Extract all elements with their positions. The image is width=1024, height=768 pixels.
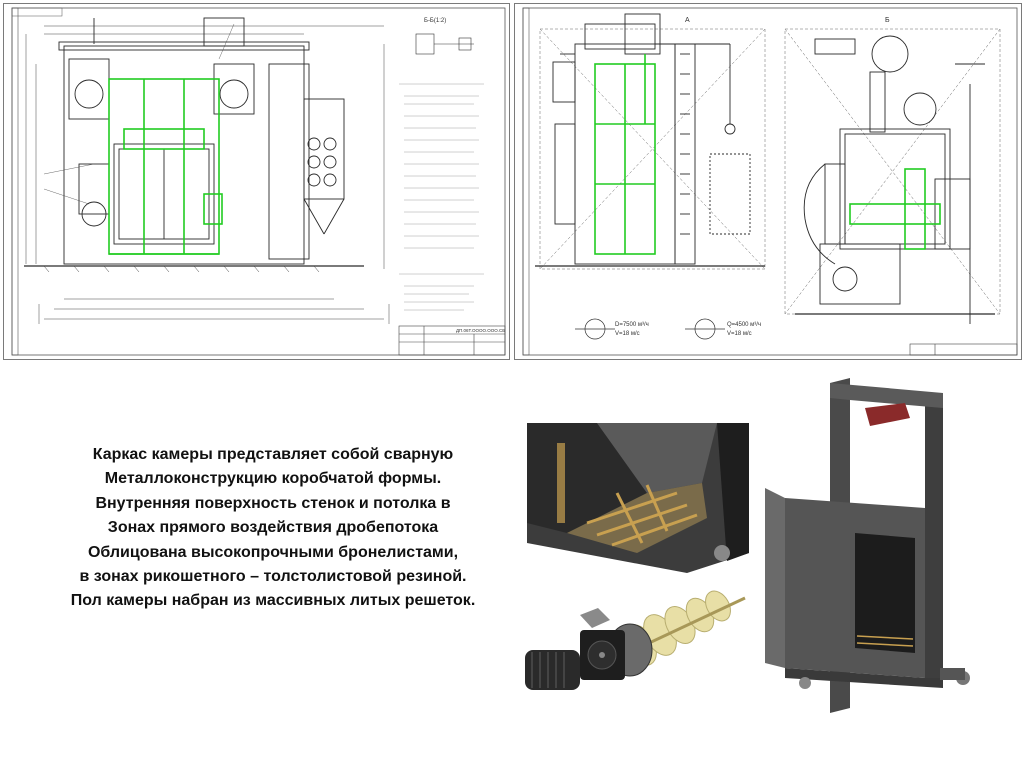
caption-line: Металлоконструкцию коробчатой формы. (104, 470, 442, 488)
view-label-bb: Б-Б(1:2) (424, 18, 446, 24)
duct-sections (575, 318, 725, 340)
caption-line: Облицована высокопрочными бронелистами, (87, 543, 459, 561)
caption-line: в зонах рикошетного – толстолистовой рез… (79, 568, 467, 586)
title-block (398, 325, 506, 356)
view-label-a: А (685, 17, 690, 24)
drawing-sheet-left: Б-Б(1:2) ДП.06Т.ОООО.ООО.СБ (3, 3, 510, 360)
title-block-right (909, 343, 1018, 356)
drawing-right-svg: А Б (522, 7, 1018, 356)
caption-line: Зонах прямого воздействия дробепотока (107, 519, 439, 537)
speed-left: V=18 м/с (615, 331, 640, 337)
render-frame-structure (765, 378, 980, 713)
green-highlight-side (594, 54, 656, 255)
caption-line: Внутренняя поверхность стенок и потолка … (95, 494, 451, 512)
render-chamber-interior (527, 423, 749, 573)
motor (525, 650, 580, 690)
flow-rate-right: Q=4500 м³/ч (727, 322, 761, 328)
view-label-b: Б (885, 17, 890, 24)
front-view-drawing (795, 35, 995, 324)
render-auger-motor (520, 590, 750, 730)
green-highlight-front (849, 168, 941, 250)
chamber-drawing (24, 17, 364, 267)
caption-line: Каркас камеры представляет собой сварную (92, 446, 454, 463)
description-caption: Каркас камеры представляет собой сварную… (18, 443, 528, 614)
title-block-code: ДП.06Т.ОООО.ООО.СБ (456, 328, 505, 333)
caption-line: Пол камеры набран из массивных литых реш… (70, 592, 476, 610)
beam-red (865, 403, 910, 426)
green-highlight-parts (108, 78, 223, 255)
side-view-drawing (535, 13, 765, 267)
drawing-left-svg: Б-Б(1:2) ДП.06Т.ОООО.ООО.СБ (11, 7, 506, 356)
drawing-sheet-right: А Б (514, 3, 1022, 360)
speed-right: V=18 м/с (727, 331, 752, 337)
flow-rate-left: D=7500 м³/ч (615, 322, 649, 328)
